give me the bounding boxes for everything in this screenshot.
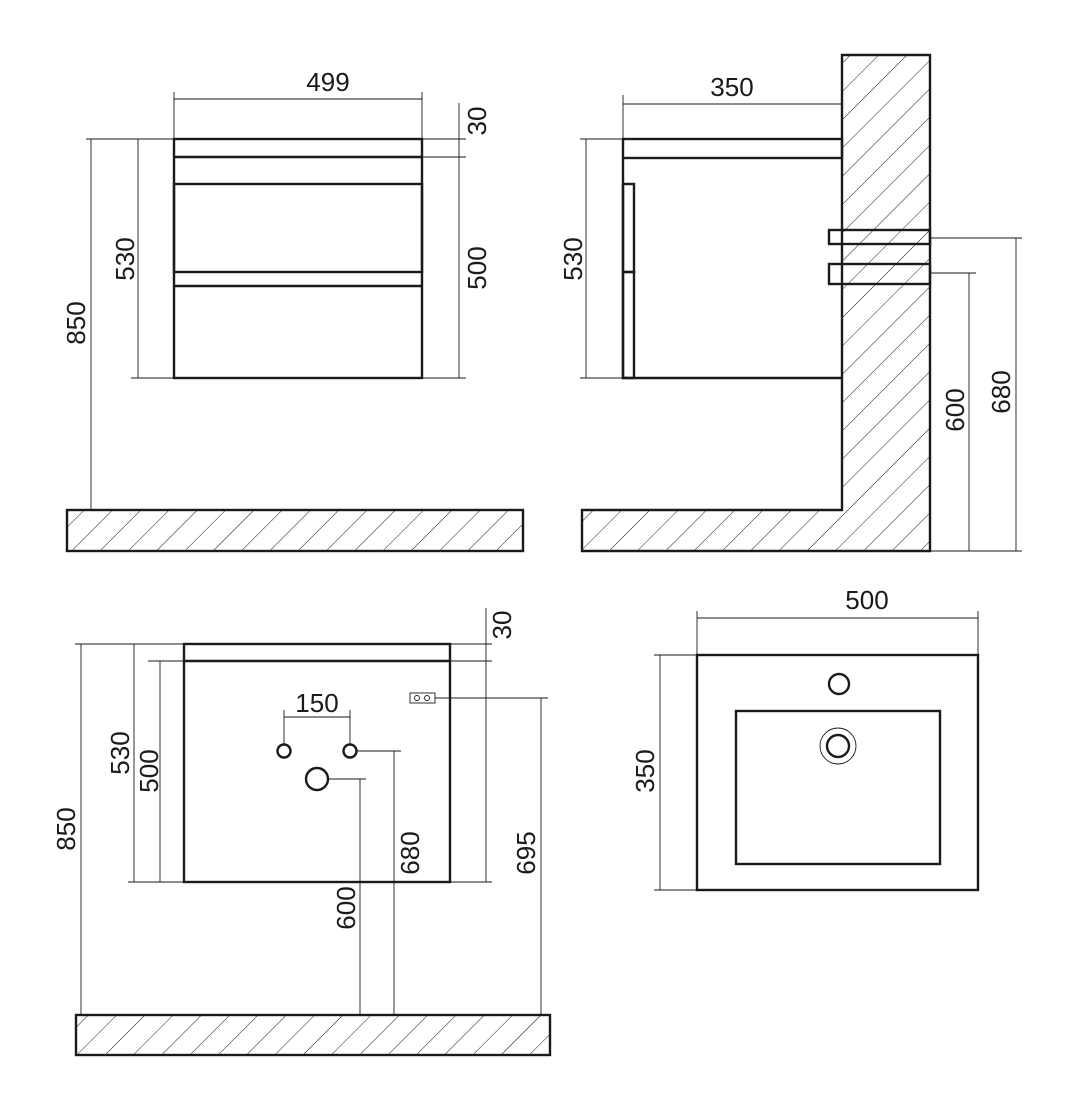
rear-socket-height-label: 695: [511, 831, 541, 874]
front-front-height-label: 500: [462, 246, 492, 289]
front-view: 499 30 500 530 850: [61, 67, 525, 553]
rear-body-height-label: 500: [134, 749, 164, 792]
side-cabinet-body: [621, 158, 842, 380]
side-supply-height-label: 680: [986, 370, 1016, 413]
rear-overall-height-label: 850: [51, 807, 81, 850]
top-view: 500 350: [630, 585, 980, 892]
rear-supply-hole-left: [276, 743, 292, 759]
top-faucet-hole: [827, 672, 851, 696]
front-top-thickness-label: 30: [462, 107, 492, 136]
side-wall-floor: [580, 53, 932, 553]
front-upper-drawer: [172, 182, 424, 274]
rear-drain-hole: [304, 766, 330, 792]
front-overall-height-label: 850: [61, 301, 91, 344]
side-upper-drawer-front: [621, 182, 636, 274]
front-cabinet-height-label: 530: [110, 237, 140, 280]
side-drain-pipe: [827, 262, 932, 286]
rear-drain-height-label: 600: [331, 886, 361, 929]
rear-cabinet-height-label: 530: [105, 731, 135, 774]
top-depth-label: 350: [630, 749, 660, 792]
top-bowl-outline: [734, 709, 942, 866]
front-floor: [65, 508, 525, 553]
rear-floor: [74, 1013, 552, 1057]
top-width-label: 500: [845, 585, 888, 615]
front-width-label: 499: [306, 67, 349, 97]
rear-view: 150 30 530 500 850 600 680 695: [51, 608, 552, 1057]
side-view: 350 530 600 680: [558, 53, 1022, 553]
rear-supply-hole-right: [342, 743, 358, 759]
side-depth-label: 350: [710, 72, 753, 102]
rear-top-thickness-label: 30: [487, 611, 517, 640]
rear-socket: [409, 692, 436, 704]
side-supply-pipe: [827, 228, 932, 246]
top-drain-inner: [825, 733, 851, 759]
top-drain-outer: [819, 727, 857, 765]
side-lower-drawer-front: [621, 270, 636, 380]
side-drain-height-label: 600: [940, 388, 970, 431]
rear-supply-height-label: 680: [395, 831, 425, 874]
side-cabinet-height-label: 530: [558, 237, 588, 280]
top-basin-outline: [695, 653, 980, 892]
side-countertop: [621, 137, 844, 160]
front-cabinet-body: [172, 137, 424, 380]
rear-cabinet-body: [182, 642, 452, 884]
rear-supply-spacing-label: 150: [295, 688, 338, 718]
